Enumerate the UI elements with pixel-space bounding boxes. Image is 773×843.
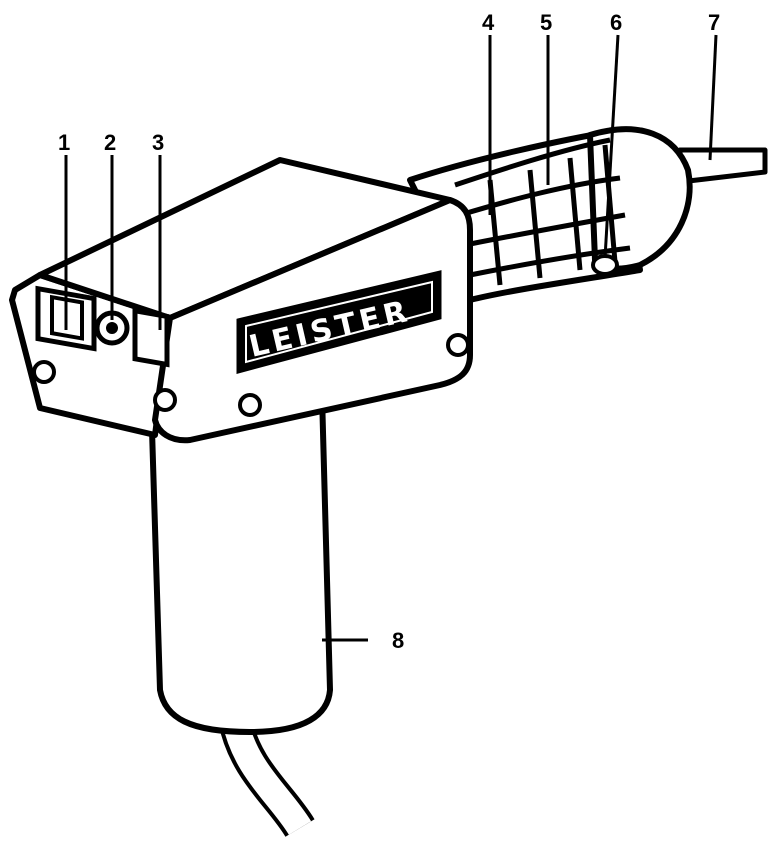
- nozzle-tube: [677, 147, 768, 185]
- callout-7: 7: [708, 10, 720, 35]
- power-cable: [218, 716, 315, 838]
- protective-grille: [454, 137, 631, 286]
- callout-lines: [64, 34, 718, 642]
- callout-2: 2: [104, 130, 116, 155]
- callout-6: 6: [610, 10, 622, 35]
- indicator-panel: [132, 307, 170, 368]
- callout-1: 1: [58, 130, 70, 155]
- callout-5: 5: [540, 10, 552, 35]
- clamp-screw: [591, 254, 619, 276]
- handle: [149, 392, 333, 735]
- callout-3: 3: [152, 130, 164, 155]
- callout-numbers: 1 2 3 4 5 6 7 8: [58, 10, 720, 653]
- brand-badge: LEISTER: [236, 270, 442, 374]
- housing-screws: [32, 333, 470, 417]
- callout-8: 8: [392, 628, 404, 653]
- callout-4: 4: [482, 10, 495, 35]
